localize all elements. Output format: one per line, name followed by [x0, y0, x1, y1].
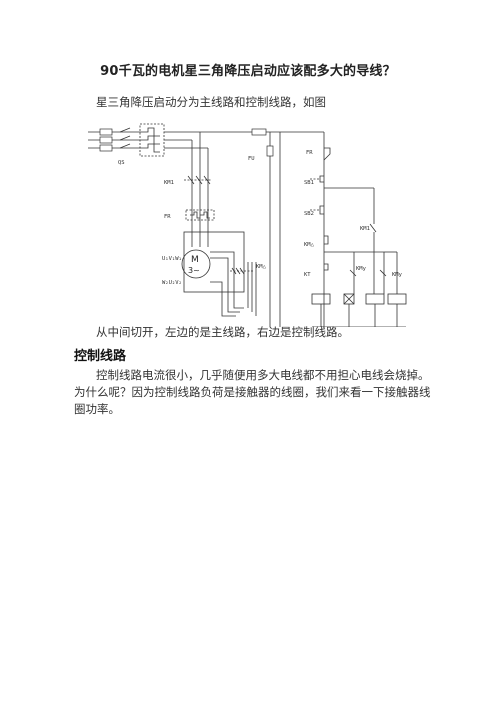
label-km-delta-main: KM△ [256, 264, 267, 270]
label-km-delta-ctrl: KM△ [304, 242, 315, 248]
km1-main-contacts [184, 175, 212, 185]
label-kmy: KMy [356, 266, 367, 272]
diagram-caption: 从中间切开，左边的是主线路，右边是控制线路。 [96, 325, 349, 339]
label-fu: FU [248, 156, 255, 162]
control-circuit [310, 132, 407, 327]
label-kt: KT [304, 272, 311, 278]
incoming-lines [88, 127, 144, 152]
label-fr-main: FR [164, 214, 171, 220]
label-kmy-2: KMy [392, 272, 403, 278]
intro-text: 星三角降压启动分为主线路和控制线路，如图 [96, 95, 326, 109]
star-delta-wiring-diagram: QS FU KM1 FR M 3~ U₁V₁W₁ W₂U₂V₂ [88, 123, 407, 327]
motor-m-label: M [191, 255, 199, 265]
label-km1-ctrl: KM1 [360, 226, 370, 232]
document-title: 90千瓦的电机星三角降压启动应该配多大的导线？ [100, 64, 396, 79]
label-sb2: SB2 [304, 211, 314, 217]
label-u1v1w1: U₁V₁W₁ [162, 256, 182, 262]
label-km1: KM1 [164, 180, 174, 186]
motor-3-label: 3~ [188, 266, 200, 275]
label-sb1: SB1 [304, 180, 314, 186]
delta-contact-wiring [210, 251, 257, 317]
section-heading: 控制线路 [74, 349, 127, 364]
label-qs: QS [118, 160, 125, 166]
body-paragraph: 控制线路电流很小，几乎随便用多大电线都不用担心电线会烧掉。为什么呢？因为控制线路… [74, 368, 431, 416]
fr-thermal-relay [185, 209, 215, 221]
motor-symbol: M 3~ [181, 231, 245, 293]
label-w2u2v2: W₂U₂V₂ [162, 280, 182, 286]
label-fr-ctrl: FR [306, 150, 313, 156]
